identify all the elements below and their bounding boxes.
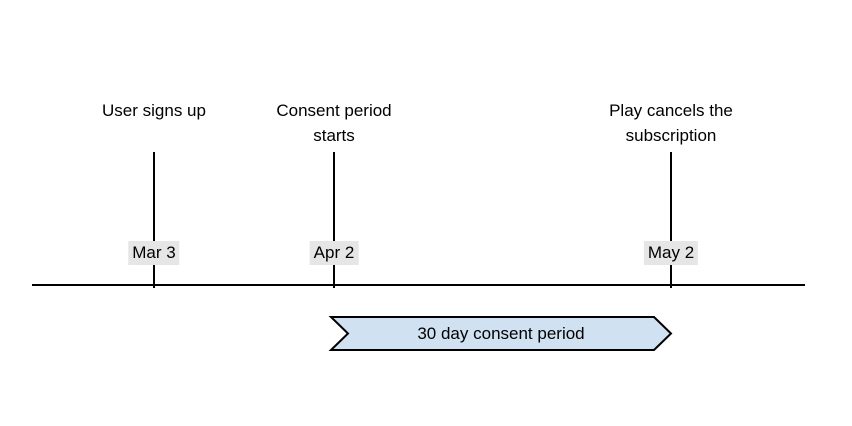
banner-arrow-shape [328,316,673,351]
event-date-chip: Mar 3 [128,241,180,265]
timeline-axis [32,284,805,286]
event-tick-stem [670,152,672,288]
consent-period-banner: 30 day consent period [328,316,673,351]
event-caption: Play cancels the subscription [609,101,733,145]
event-date-chip: May 2 [643,241,699,265]
event-caption: User signs up [102,101,206,120]
event-date-chip: Apr 2 [309,241,359,265]
event-tick-stem [333,152,335,288]
event-tick-stem [153,152,155,288]
event-caption: Consent period starts [276,101,392,145]
